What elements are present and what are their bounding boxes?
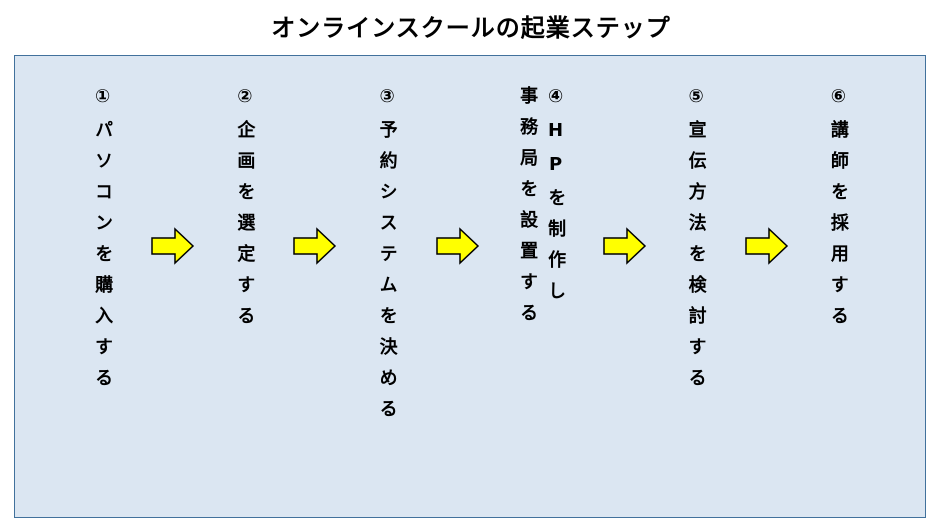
- step-2-select-plan: ②企画を選定する: [234, 86, 256, 337]
- step-6-hire-instructors: ⑥講師を採用する: [827, 86, 849, 337]
- step-4-make-hp-office: ④HPを制作し 事務局を設置する: [517, 86, 567, 334]
- diagram-title: オンラインスクールの起業ステップ: [271, 14, 671, 42]
- arrow-right-icon: [602, 226, 647, 266]
- step-1-buy-pc: ①パソコンを購入する: [92, 86, 114, 399]
- process-box: ①パソコンを購入する ②企画を選定する ③予約システムを決める ④HPを制作し …: [14, 55, 926, 518]
- step-3-reservation-system: ③予約システムを決める: [376, 86, 398, 430]
- arrow-right-icon: [435, 226, 480, 266]
- step-slot-4: ④HPを制作し 事務局を設置する: [480, 86, 603, 334]
- step-5-consider-promotion: ⑤宣伝方法を検討する: [685, 86, 707, 399]
- step-slot-6: ⑥講師を採用する: [789, 86, 887, 337]
- arrow-right-icon: [744, 226, 789, 266]
- step-slot-3: ③予約システムを決める: [337, 86, 435, 430]
- arrow-right-icon: [151, 226, 195, 266]
- arrow-right-icon: [293, 226, 337, 266]
- step-slot-5: ⑤宣伝方法を検討する: [647, 86, 745, 399]
- step-slot-1: ①パソコンを購入する: [53, 86, 151, 399]
- step-slot-2: ②企画を選定する: [195, 86, 293, 337]
